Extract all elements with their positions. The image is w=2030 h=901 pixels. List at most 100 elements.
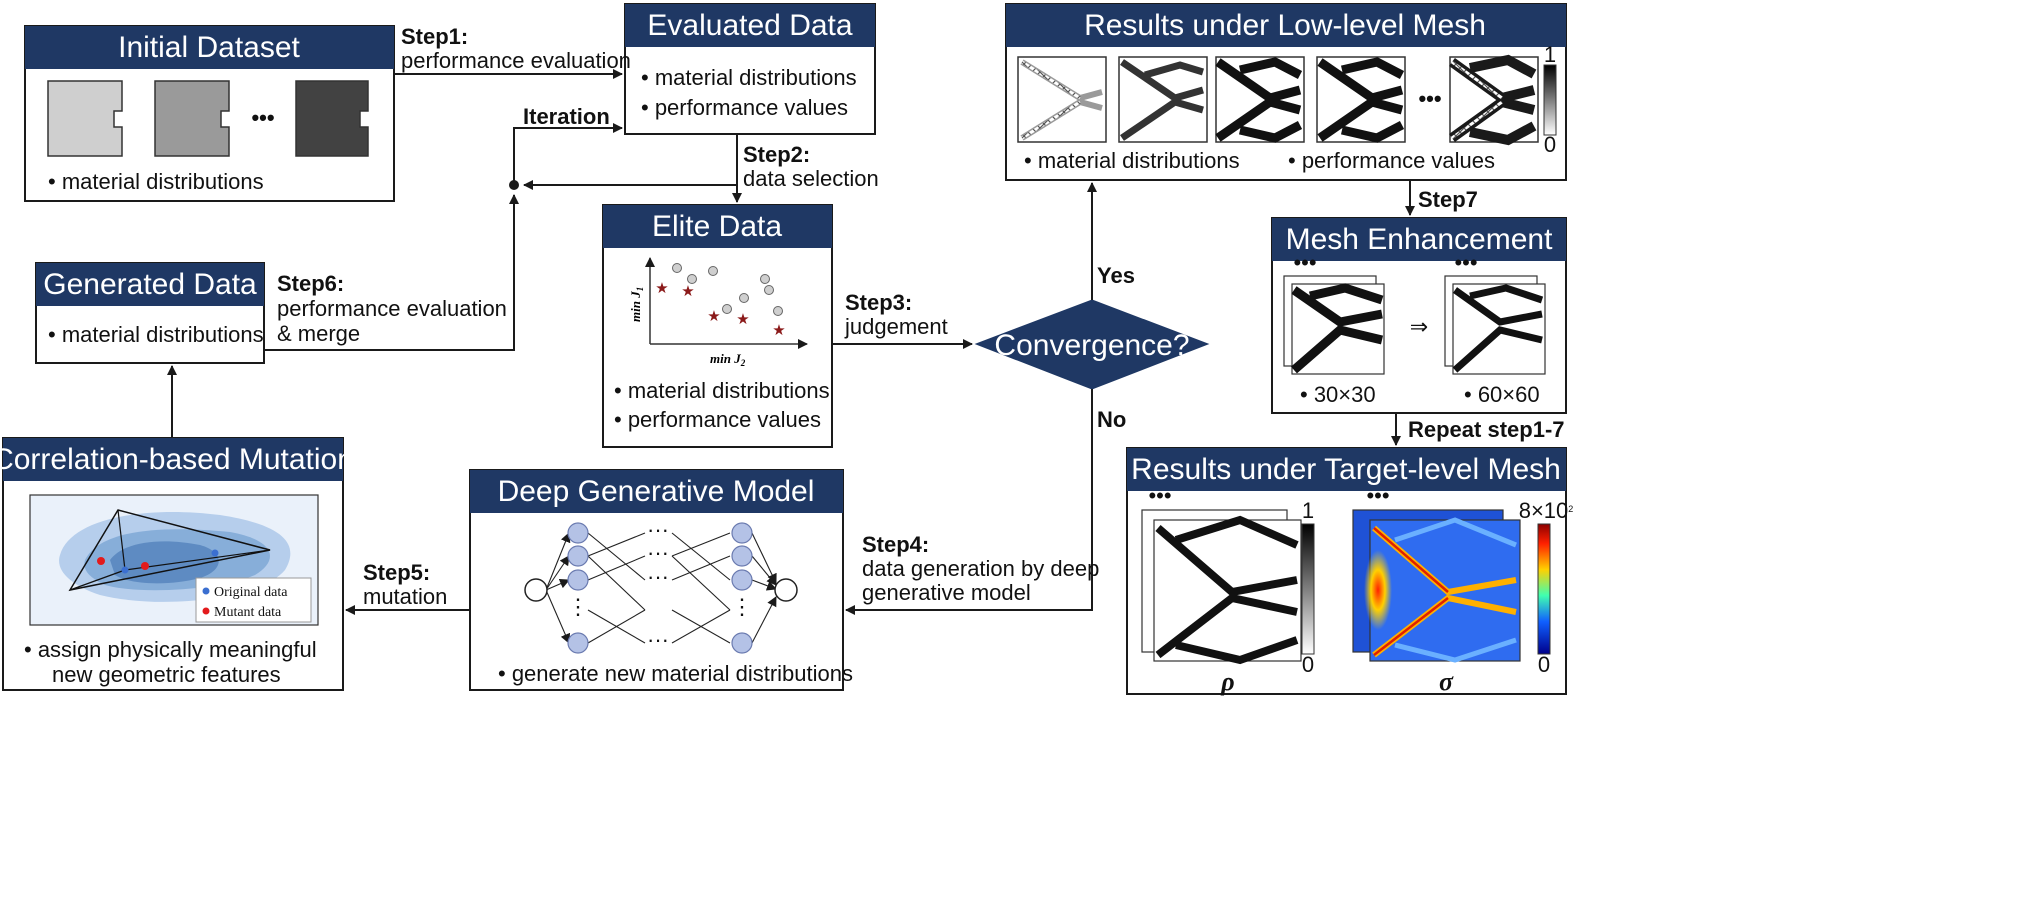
- ellipsis-vertical: ⋮: [731, 594, 753, 619]
- dgm-item-generate: • generate new material distributions: [498, 661, 853, 686]
- target-level-results-box: Results under Target-level Mesh ••• 1 0 …: [1126, 447, 1574, 696]
- low-level-results-box: Results under Low-level Mesh •••: [1005, 3, 1567, 181]
- scatter-point: [672, 263, 682, 273]
- scatter-point: [722, 304, 732, 314]
- hidden-node: [731, 632, 753, 654]
- hidden-node: [567, 632, 589, 654]
- low-level-title: Results under Low-level Mesh: [1084, 9, 1486, 42]
- step3-title: Step3:: [845, 290, 912, 315]
- step4-text-line1: data generation by deep: [862, 556, 1099, 581]
- scatter-point: [760, 274, 770, 284]
- mutation-title: Correlation-based Mutation: [0, 443, 354, 476]
- no-label: No: [1097, 407, 1126, 432]
- evaluated-data-title: Evaluated Data: [647, 9, 852, 42]
- generated-item-material: • material distributions: [48, 322, 264, 347]
- mesh-enhancement-box: Mesh Enhancement ••• ⇒ ••• • 30×30 • 60×…: [1271, 217, 1567, 414]
- pareto-star-marker: ★: [655, 279, 668, 297]
- flow-connectors: [167, 69, 1415, 615]
- enhance-arrow: ⇒: [1410, 314, 1428, 339]
- step5-title: Step5:: [363, 560, 430, 585]
- scatter-point: [687, 274, 697, 284]
- deep-generative-model-box: Deep Generative Model: [469, 469, 853, 691]
- iteration-arrow: [513, 123, 623, 185]
- dark-gray-design-image: [295, 80, 369, 157]
- dgm-title: Deep Generative Model: [498, 475, 815, 508]
- iteration-label: Iteration: [523, 104, 610, 129]
- convergence-decision: Convergence?: [974, 299, 1210, 390]
- fine-mesh-stack: •••: [1444, 250, 1546, 375]
- pareto-star-marker: ★: [707, 307, 720, 325]
- legend-mutant-marker: [202, 607, 210, 615]
- elite-data-title: Elite Data: [652, 210, 782, 243]
- mutation-box: Correlation-based Mutation Original data…: [0, 437, 354, 691]
- step6-arrow: [264, 194, 519, 351]
- evaluated-data-box: Evaluated Data • material distributions …: [624, 3, 876, 135]
- low-level-design-thumbnails: ••• 1 0: [1017, 42, 1557, 157]
- yes-label: Yes: [1097, 263, 1135, 288]
- scatter-point: [773, 306, 783, 316]
- scatter-point: [708, 266, 718, 276]
- mutation-scatter-figure: Original data Mutant data: [29, 494, 319, 626]
- step6-title: Step6:: [277, 271, 344, 296]
- mutation-item-line2: new geometric features: [52, 662, 281, 687]
- axis-y-label: min J1: [628, 287, 645, 322]
- original-data-point: [211, 549, 219, 557]
- ellipsis-vertical: ⋮: [567, 594, 589, 619]
- step6-text-line1: performance evaluation: [277, 296, 507, 321]
- density-colorbar-max: 1: [1302, 498, 1314, 523]
- pareto-star-marker: ★: [772, 321, 785, 339]
- step4-title: Step4:: [862, 532, 929, 557]
- pareto-star-marker: ★: [736, 310, 749, 328]
- step6-text-line2: & merge: [277, 321, 360, 346]
- density-field-image: •••: [1141, 483, 1302, 665]
- hidden-node: [731, 569, 753, 591]
- mutation-item-line1: • assign physically meaningful: [24, 637, 317, 662]
- scatter-point: [739, 293, 749, 303]
- step7-title: Step7: [1418, 187, 1478, 212]
- input-node: [524, 578, 548, 602]
- repeat-title: Repeat step1-7: [1408, 417, 1565, 442]
- low-item-performance: • performance values: [1288, 148, 1495, 173]
- step5-text: mutation: [363, 584, 447, 609]
- scatter-point: [764, 285, 774, 295]
- low-item-material: • material distributions: [1024, 148, 1240, 173]
- hidden-node: [731, 522, 753, 544]
- colorbar-min-label: 0: [1544, 132, 1556, 157]
- stress-colorbar: [1537, 523, 1551, 655]
- legend-original-label: Original data: [214, 585, 288, 600]
- step4-text-line2: generative model: [862, 580, 1031, 605]
- fine-mesh-label: • 60×60: [1464, 382, 1540, 407]
- evaluated-item-performance: • performance values: [641, 95, 848, 120]
- pareto-scatter-plot: min J1 min J2 ★ ★ ★ ★ ★: [628, 257, 808, 368]
- merge-junction-dot: [509, 180, 519, 190]
- ellipsis-horizontal: ···: [647, 627, 669, 652]
- target-level-title: Results under Target-level Mesh: [1131, 453, 1561, 486]
- legend-original-marker: [202, 587, 210, 595]
- initial-item-material: • material distributions: [48, 169, 264, 194]
- step3-text: judgement: [844, 314, 948, 339]
- mid-gray-design-image: [154, 80, 230, 157]
- convergence-label: Convergence?: [994, 329, 1189, 362]
- ellipsis-horizontal: ···: [647, 540, 669, 565]
- pareto-star-marker: ★: [681, 282, 694, 300]
- hidden-node: [731, 545, 753, 567]
- ellipsis-horizontal: ···: [647, 517, 669, 542]
- stress-field-image: •••: [1352, 483, 1521, 663]
- mutant-data-point: [141, 562, 149, 570]
- sigma-symbol: σ: [1439, 667, 1454, 696]
- evaluated-item-material: • material distributions: [641, 65, 857, 90]
- stress-colorbar-max: 8×102: [1519, 498, 1574, 523]
- rho-symbol: ρ: [1220, 667, 1234, 696]
- ellipsis-horizontal: ···: [647, 564, 669, 589]
- step1-text: performance evaluation: [401, 48, 631, 73]
- density-colorbar: [1301, 523, 1315, 655]
- output-node: [774, 578, 798, 602]
- step2-text: data selection: [743, 166, 879, 191]
- hidden-node: [567, 569, 589, 591]
- hidden-node: [567, 545, 589, 567]
- svg-text:•••: •••: [1454, 250, 1477, 275]
- light-gray-design-image: [47, 80, 123, 157]
- stress-colorbar-min: 0: [1538, 652, 1550, 677]
- generated-data-title: Generated Data: [43, 268, 257, 301]
